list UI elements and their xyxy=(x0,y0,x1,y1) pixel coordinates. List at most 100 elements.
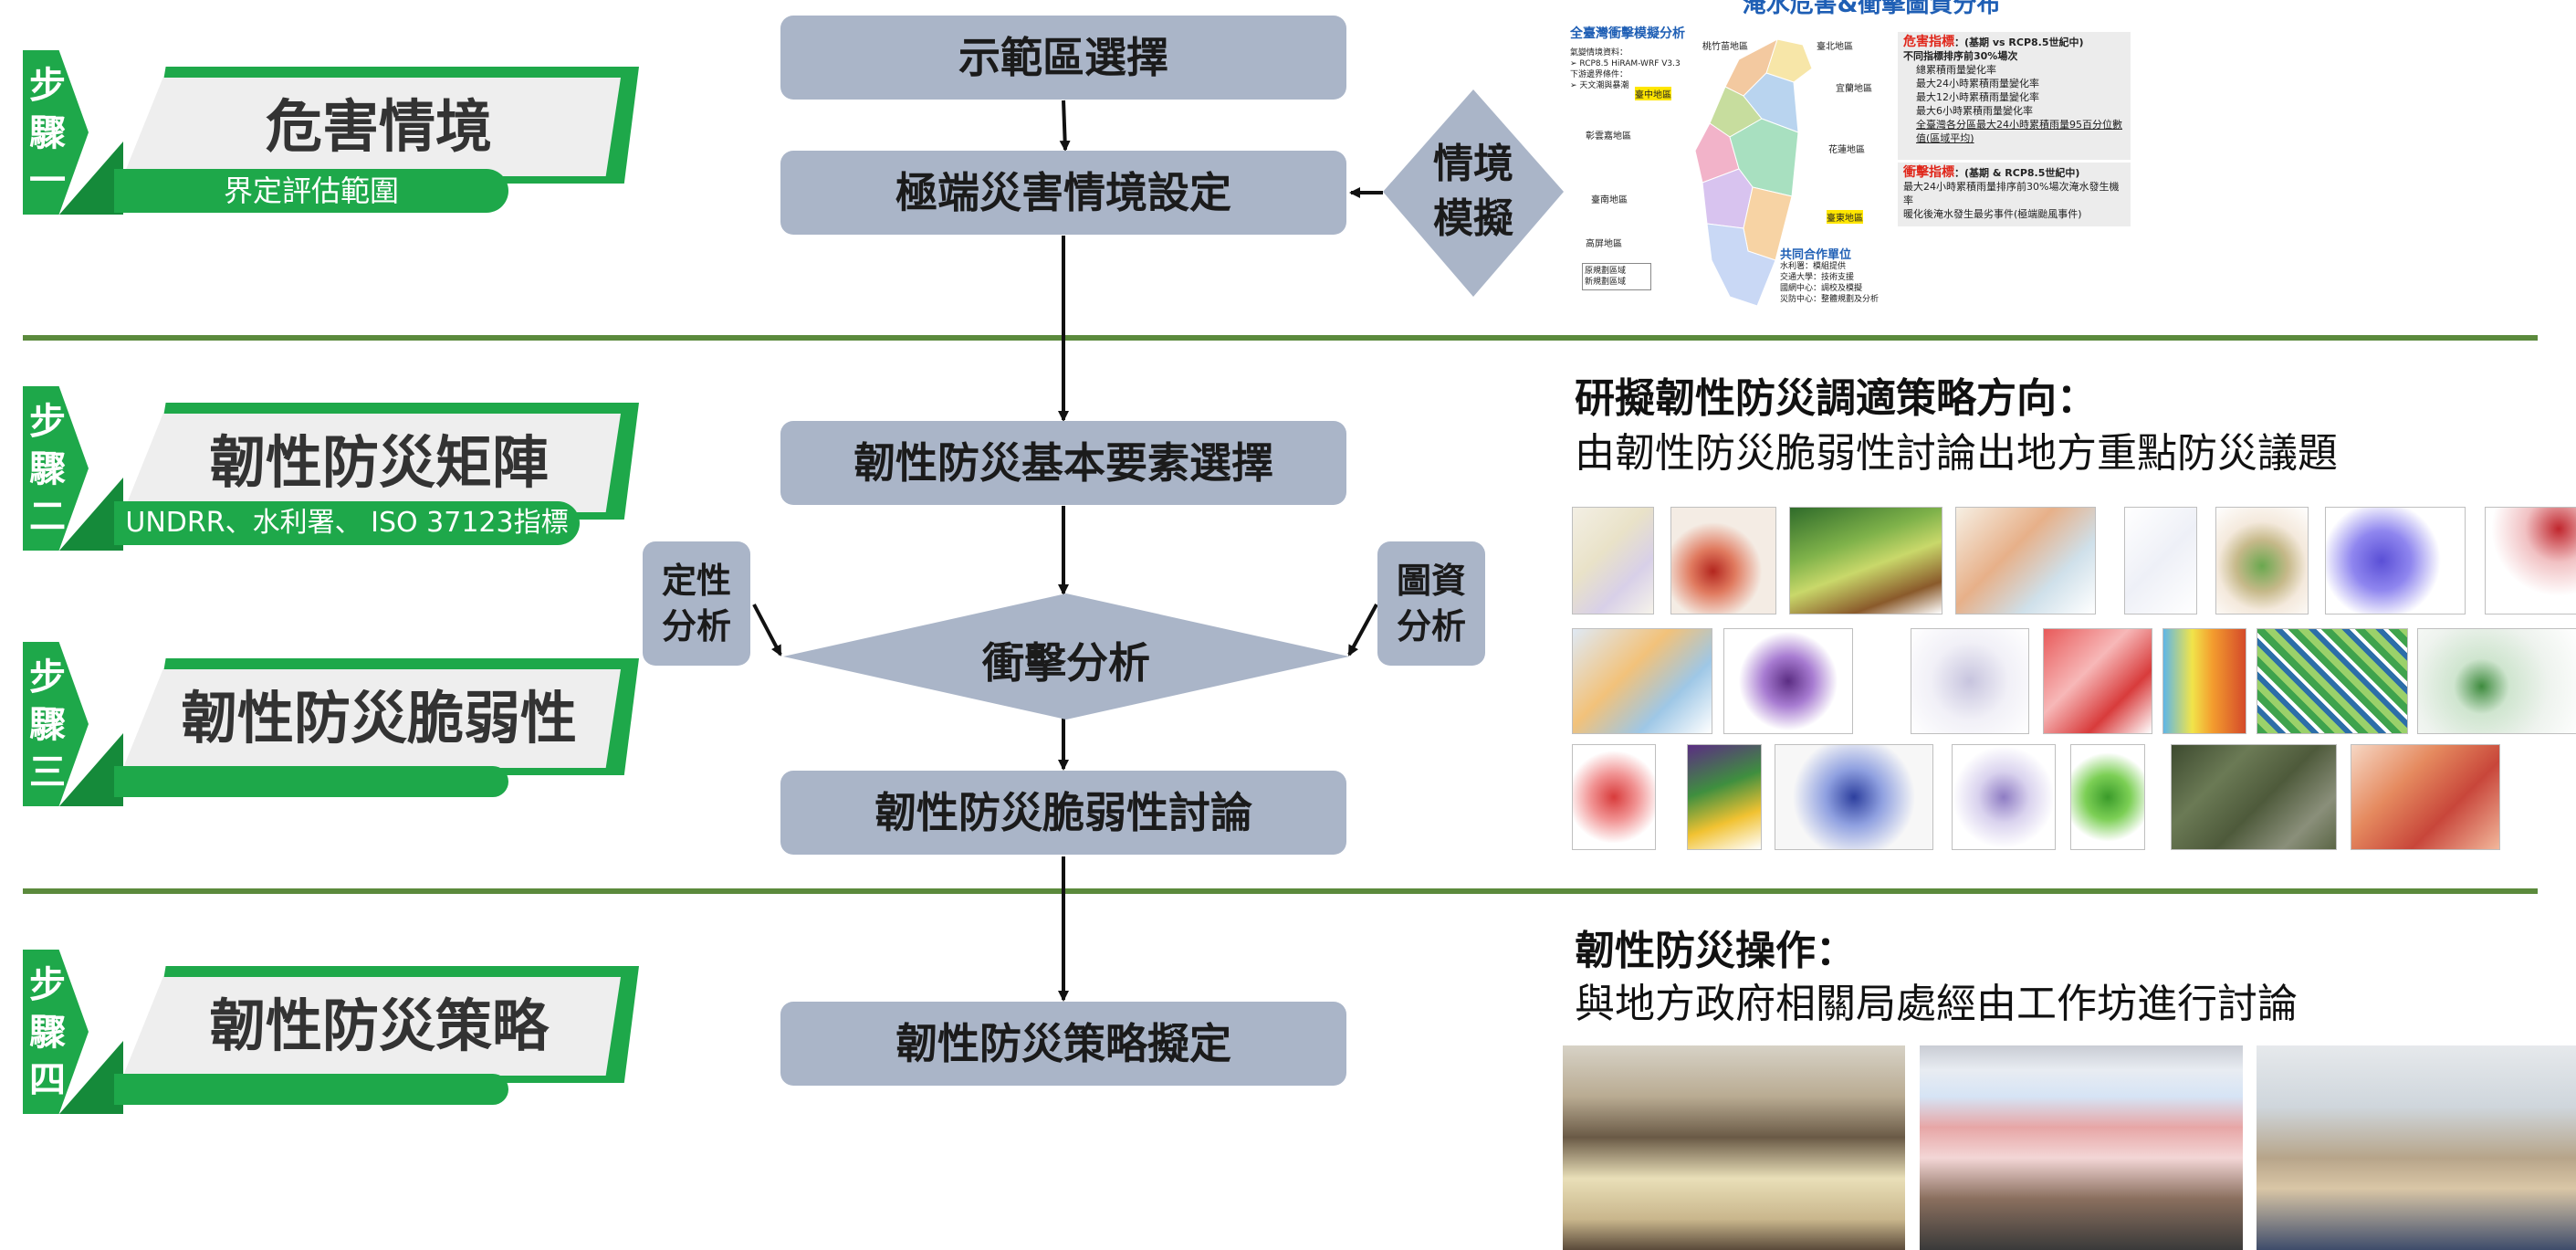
step-char: 步 xyxy=(29,65,66,107)
arrow xyxy=(1347,604,1378,657)
impact-item: 暖化後淹水發生最劣事件(極端颱風事件) xyxy=(1903,208,2082,220)
map-thumbnail xyxy=(1572,628,1712,734)
side-box-line: 分析 xyxy=(661,606,731,646)
region-label: 高屏地區 xyxy=(1586,239,1622,249)
legend-item: 新規劃區域 xyxy=(1585,278,1627,287)
step-subtitle: UNDRR、水利署、 ISO 37123指標 xyxy=(114,501,580,545)
step-char: 驟 xyxy=(29,1012,66,1054)
step-1-banner: 步 驟 一 危害情境 界定評估範圍 xyxy=(23,50,653,215)
map-thumbnail xyxy=(1723,628,1853,734)
step-char: 步 xyxy=(29,964,66,1006)
note-line: 氣變情境資料： xyxy=(1570,48,1628,58)
strategy-direction-heading: 研擬韌性防災調適策略方向： xyxy=(1575,375,2097,422)
region-label: 臺南地區 xyxy=(1591,195,1628,205)
arrow xyxy=(1059,100,1071,152)
map-thumbnail xyxy=(2215,507,2309,614)
step-title: 韌性防災矩陣 xyxy=(208,429,549,496)
hazard-subtitle: ：(基期 vs RCP8.5世紀中) xyxy=(1954,37,2084,48)
section-separator xyxy=(23,335,2538,341)
workshop-photo xyxy=(1563,1045,1905,1250)
step-subtitle-bar xyxy=(114,766,508,797)
flow-box-extreme-scenario: 極端災害情境設定 xyxy=(780,151,1346,235)
map-thumbnail xyxy=(2417,628,2576,734)
region-label: 臺中地區 xyxy=(1635,87,1671,100)
step-char: 驟 xyxy=(29,448,66,490)
note-line: ➢ 天文潮與暴潮 xyxy=(1570,81,1629,90)
map-thumbnail xyxy=(2325,507,2466,614)
section-separator xyxy=(23,888,2538,894)
map-thumbnail xyxy=(2162,628,2246,734)
hazard-item: 最大12小時累積雨量變化率 xyxy=(1916,91,2039,103)
step-char: 步 xyxy=(29,401,66,443)
scenario-simulation-label: 情境 模擬 xyxy=(1406,137,1541,247)
map-thumbnail xyxy=(2070,744,2145,850)
step-char: 步 xyxy=(29,657,66,699)
map-thumbnail xyxy=(1572,744,1656,850)
side-box-line: 分析 xyxy=(1396,606,1466,646)
map-thumbnail xyxy=(1670,507,1776,614)
map-left-title: 全臺灣衝擊模擬分析 xyxy=(1570,26,1685,41)
map-thumbnail xyxy=(1952,744,2056,850)
flood-map-panel: 淹水危害&衝擊圖資分布 全臺灣衝擊模擬分析 氣變情境資料： ➢ RCP8.5 H… xyxy=(1565,0,2141,320)
operation-text: 與地方政府相關局處經由工作坊進行討論 xyxy=(1575,981,2298,1027)
map-thumbnail xyxy=(2171,744,2337,850)
step-char: 四 xyxy=(29,1059,66,1101)
hazard-indicator-box: 危害指標：(基期 vs RCP8.5世紀中) 不同指標排序前30%場次 總累積雨… xyxy=(1898,32,2131,160)
flow-box-vulnerability-discussion: 韌性防災脆弱性討論 xyxy=(780,771,1346,855)
step-2-banner: 步 驟 二 韌性防災矩陣 UNDRR、水利署、 ISO 37123指標 xyxy=(23,386,653,551)
step-subtitle-bar xyxy=(114,1074,508,1105)
banner-background xyxy=(123,669,621,768)
map-thumbnail xyxy=(2124,507,2197,614)
flow-box-strategy-formulation: 韌性防災策略擬定 xyxy=(780,1002,1346,1086)
map-thumbnail xyxy=(2351,744,2500,850)
banner-background xyxy=(123,977,621,1076)
note-line: 下游邊界條件： xyxy=(1570,70,1628,79)
step-char: 二 xyxy=(29,496,66,538)
impact-item: 最大24小時累積雨量排序前30%場次淹水發生機率 xyxy=(1903,181,2120,206)
step-title: 危害情境 xyxy=(265,93,492,160)
step-char: 一 xyxy=(29,160,66,202)
arrow xyxy=(752,604,782,657)
qualitative-analysis-box: 定性 分析 xyxy=(643,541,750,666)
map-thumbnail xyxy=(2043,628,2152,734)
map-thumbnail xyxy=(1911,628,2029,734)
hazard-rank: 不同指標排序前30%場次 xyxy=(1903,50,2018,62)
diamond-label-line: 模擬 xyxy=(1433,195,1513,242)
partner-item: 國網中心：調校及模擬 xyxy=(1780,284,1863,293)
partner-item: 交通大學：技術支援 xyxy=(1780,273,1855,282)
flow-box-demo-area-selection: 示範區選擇 xyxy=(780,16,1346,100)
region-label: 臺東地區 xyxy=(1827,210,1863,224)
side-box-line: 定性 xyxy=(661,561,731,601)
map-thumbnail xyxy=(1955,507,2096,614)
map-panel-title: 淹水危害&衝擊圖資分布 xyxy=(1742,0,2001,18)
step-char: 驟 xyxy=(29,704,66,746)
region-label: 彰雲嘉地區 xyxy=(1586,131,1631,142)
partner-item: 災防中心：整體規劃及分析 xyxy=(1780,295,1880,304)
map-region xyxy=(1706,223,1776,307)
step-4-banner: 步 驟 四 韌性防災策略 xyxy=(23,950,653,1114)
scenario-simulation-diamond xyxy=(1383,89,1564,297)
region-label: 花蓮地區 xyxy=(1828,145,1865,155)
workshop-photo xyxy=(1920,1045,2243,1250)
impact-subtitle: ：(基期 & RCP8.5世紀中) xyxy=(1954,167,2080,179)
partners-list: 水利署：模組提供 交通大學：技術支援 國網中心：調校及模擬 災防中心：整體規劃及… xyxy=(1780,261,1879,305)
step-3-banner: 步 驟 三 韌性防災脆弱性 xyxy=(23,642,653,806)
map-thumbnail xyxy=(2485,507,2576,614)
partners-title: 共同合作單位 xyxy=(1780,248,1852,262)
step-title: 韌性防災脆弱性 xyxy=(180,685,577,751)
strategy-direction-text: 由韌性防災脆弱性討論出地方重點防災議題 xyxy=(1575,430,2338,477)
map-left-notes: 氣變情境資料： ➢ RCP8.5 HiRAM-WRF V3.3 下游邊界條件： … xyxy=(1570,47,1681,91)
banner-background xyxy=(123,414,621,512)
step-title: 韌性防災策略 xyxy=(208,993,549,1059)
map-analysis-box: 圖資 分析 xyxy=(1377,541,1485,666)
region-label: 宜蘭地區 xyxy=(1836,84,1872,94)
region-label: 臺北地區 xyxy=(1817,42,1853,52)
partner-item: 水利署：模組提供 xyxy=(1780,262,1847,271)
map-thumbnail xyxy=(1572,507,1654,614)
note-line: ➢ RCP8.5 HiRAM-WRF V3.3 xyxy=(1570,59,1681,68)
step-char: 驟 xyxy=(29,112,66,154)
map-thumbnail xyxy=(1687,744,1762,850)
map-thumbnail xyxy=(1775,744,1933,850)
legend-item: 原規劃區域 xyxy=(1585,267,1627,276)
